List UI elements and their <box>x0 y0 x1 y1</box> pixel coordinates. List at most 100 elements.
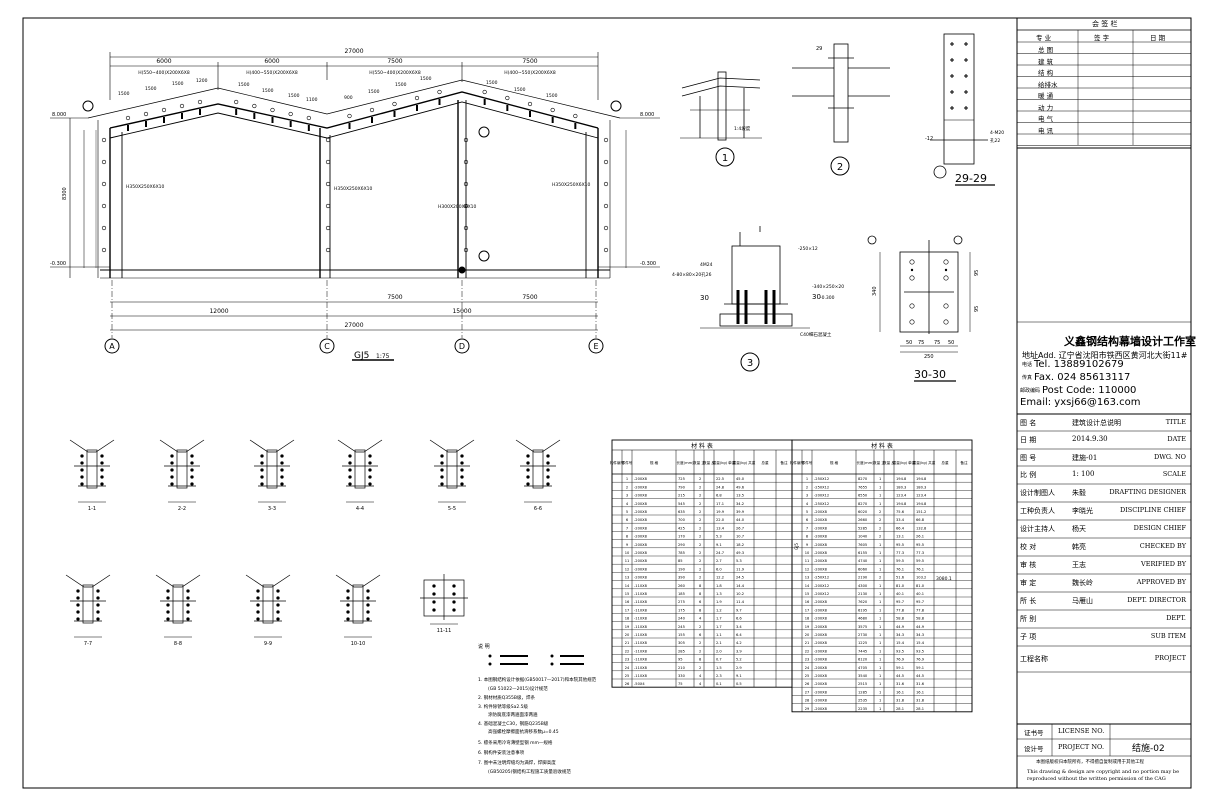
material-table-cell: -200X8 <box>814 559 828 563</box>
detail-3-label: 3 <box>747 358 753 369</box>
material-table-cell: 3 <box>806 494 808 498</box>
material-table-cell: -200X8 <box>814 625 828 629</box>
detail-3-base-note: -340×250×20 <box>812 284 844 290</box>
title-block-label-13: 工程名称 <box>1020 655 1048 663</box>
title-block-en-0: TITLE <box>1165 417 1186 426</box>
material-table-cell: 24.5 <box>736 576 744 580</box>
axis-bubble-c <box>319 338 335 354</box>
rafter-label-3: H(550~400)X200X6X8 <box>369 70 421 76</box>
purlin-spacing: 1500 <box>172 81 184 87</box>
material-table-header: 规 格 <box>650 460 659 465</box>
material-table-cell: -200X8 <box>634 477 648 481</box>
material-table-cell: -250X12 <box>814 485 829 489</box>
axis-label-d: D <box>459 342 465 351</box>
material-table-cell: 31.8 <box>916 699 925 703</box>
material-table-cell: -200X8 <box>814 690 828 694</box>
material-table-cell: 95.7 <box>896 600 904 604</box>
drawing-border <box>22 17 1192 789</box>
material-table-cell: 29 <box>805 707 810 711</box>
material-table-group: GJ5 <box>794 543 799 550</box>
material-table-cell: 2515 <box>858 682 867 686</box>
detail-2-label: 2 <box>837 162 843 173</box>
signoff-row-6: 电 气 <box>1038 115 1054 123</box>
material-table-cell: 4 <box>806 502 809 506</box>
material-table-cell: 44.9 <box>896 625 905 629</box>
notes-line-3: 2. 钢材材质Q355B级，焊条 <box>478 694 535 701</box>
material-table-cell: 26.1 <box>916 535 924 539</box>
material-table-cell: 25 <box>625 674 630 678</box>
section-label: 2-2 <box>178 506 186 512</box>
material-table-cell: 93.5 <box>896 649 904 653</box>
material-table-cell: 151.2 <box>916 510 926 514</box>
material-table-cell: 2660 <box>858 518 868 522</box>
material-table-cell: 13 <box>805 576 810 580</box>
material-table-cell: 1 <box>879 649 881 653</box>
material-table-cell: 5 <box>806 510 808 514</box>
material-table-cell: 21 <box>805 641 810 645</box>
material-table-cell: 28.1 <box>896 707 904 711</box>
axis-bubble-a <box>104 338 120 354</box>
material-table-cell: 3575 <box>858 625 867 629</box>
detail-3-plate-note: -250×12 <box>798 246 818 252</box>
material-table-cell: 13 <box>625 576 630 580</box>
material-table-cell: 180.3 <box>916 485 926 489</box>
material-table-cell: 7620 <box>858 600 868 604</box>
material-table-cell: 59.1 <box>896 666 904 670</box>
detail-2-drawing <box>792 43 890 176</box>
material-table-cell: 44.5 <box>896 674 904 678</box>
material-table-cell: -250X12 <box>814 576 829 580</box>
material-table-cell: 1285 <box>858 690 867 694</box>
material-table-cell: 2 <box>699 625 701 629</box>
material-table-cell: 1 <box>879 658 881 662</box>
material-table-header: 重量(kg) 共重 <box>913 460 936 465</box>
material-table-cell: 4 <box>699 674 702 678</box>
material-table-cell: 4 <box>699 682 702 686</box>
material-table-cell: 4300 <box>858 584 868 588</box>
material-table-cell: 170 <box>678 535 686 539</box>
detail-2-section-29: 29 <box>816 46 822 52</box>
title-block-en-6: DESIGN CHIEF <box>1133 524 1186 532</box>
material-table-cell: 2730 <box>858 633 868 637</box>
material-table-cell: 103.2 <box>916 576 926 580</box>
material-table-cell: 16.1 <box>896 690 904 694</box>
notes-line-1: 1. 本图钢结构设计依据(GB50017—2017)和本院其他规范 <box>478 676 597 683</box>
material-table-cell: -50X4 <box>634 682 645 686</box>
column-label-d: H300X200X6X10 <box>438 204 477 210</box>
material-table-cell: 76.1 <box>896 567 904 571</box>
section-29-29-drawing <box>930 33 988 179</box>
bay-dim-2: 6000 <box>264 58 279 65</box>
title-block-label-3: 比 例 <box>1020 471 1037 479</box>
material-table-cell: 0.1 <box>716 682 722 686</box>
title-block-en-3: SCALE <box>1162 470 1186 478</box>
material-table-cell: 11 <box>805 559 810 563</box>
material-table-cell: 8 <box>699 608 702 612</box>
material-table-header: 零件号 <box>802 460 813 465</box>
material-table-cell: 2 <box>699 576 701 580</box>
signoff-row-0: 总 图 <box>1038 46 1054 54</box>
title-block-en-1: DATE <box>1167 435 1186 443</box>
detail-3-anchor-note: 4M24 <box>700 262 713 268</box>
section-2-2: 2-2 <box>159 439 205 512</box>
material-table-cell: 31.6 <box>916 682 925 686</box>
material-table-cell: 9.1 <box>736 674 742 678</box>
detail-3-drawing <box>700 226 810 372</box>
material-table-cell: 58.8 <box>916 617 925 621</box>
material-table-cell: 6 <box>806 518 809 522</box>
material-table-cell: 1 <box>879 633 881 637</box>
material-table-header: 总重 <box>761 460 769 465</box>
material-table-cell: 545 <box>678 502 685 506</box>
title-block-en-5: DISCIPLINE CHIEF <box>1120 506 1186 514</box>
material-table-cell: 2 <box>699 551 701 555</box>
material-table-cell: -200X8 <box>634 576 648 580</box>
material-table-cell: 8 <box>699 584 702 588</box>
material-table-cell: -110X8 <box>634 592 648 596</box>
purlin-spacing: 1500 <box>420 76 432 82</box>
material-table-cell: 180.3 <box>896 485 906 489</box>
material-table-cell: 44.9 <box>916 625 925 629</box>
material-table-cell: 6120 <box>858 658 868 662</box>
material-table-cell: 6195 <box>858 608 867 612</box>
material-table-cell: 7 <box>626 526 628 530</box>
detail-3-level: -0.300 <box>820 295 835 301</box>
material-table-cell: -200X8 <box>634 494 648 498</box>
